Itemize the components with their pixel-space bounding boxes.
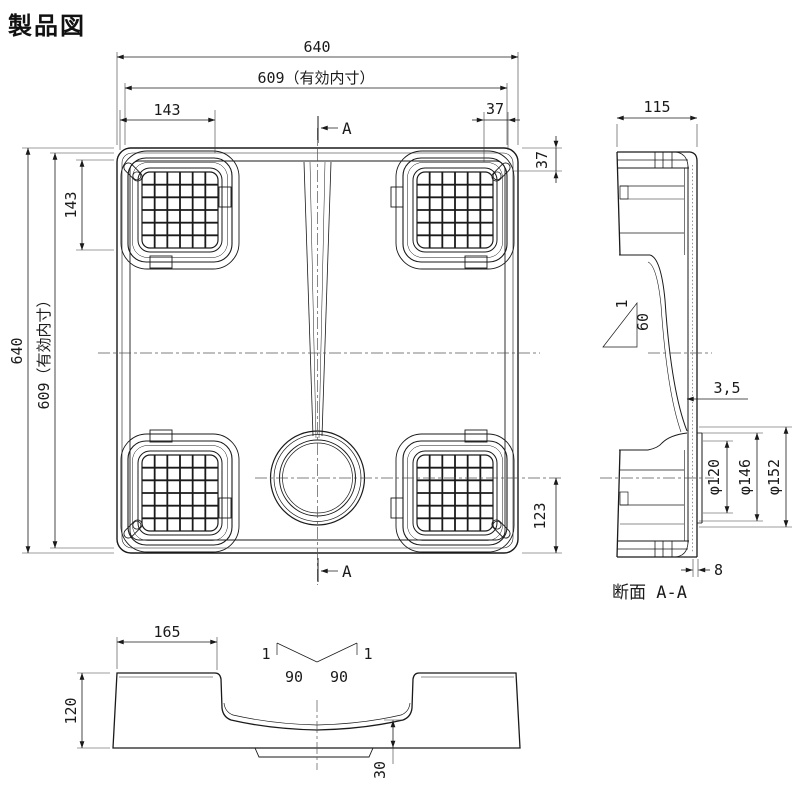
pad-pocket xyxy=(395,433,515,553)
dim-dia-inner: φ120 xyxy=(705,459,723,495)
dim-dia-outer: φ152 xyxy=(765,459,783,495)
dim-hole-right: 37 xyxy=(533,151,551,169)
section-marker-top: A xyxy=(342,119,352,138)
section-marker-bottom: A xyxy=(342,562,352,581)
dim-height-outer: 640 xyxy=(8,337,26,364)
screw-boss xyxy=(123,519,143,539)
slope-left-rise: 1 xyxy=(261,645,270,663)
pad-pocket xyxy=(120,433,240,553)
screw-boss xyxy=(491,162,511,182)
front-outline xyxy=(112,672,521,749)
pad-grid-lines xyxy=(142,172,493,531)
dim-height-inner: 609（有効内寸） xyxy=(35,292,53,409)
slope-run-label: 60 xyxy=(634,313,652,331)
dim-width-outer: 640 xyxy=(303,38,330,56)
dim-section-width: 115 xyxy=(643,98,670,116)
front-dimensions: 165 120 30 xyxy=(62,623,402,779)
section-view-label: 断面 A-A xyxy=(612,583,687,603)
drain-channel xyxy=(303,161,332,439)
clip-tabs xyxy=(149,186,488,519)
dim-pad-left: 143 xyxy=(62,191,80,218)
dim-width-inner: 609（有効内寸） xyxy=(257,69,374,87)
dim-dia-mid: φ146 xyxy=(736,459,754,495)
section-view: 1 60 xyxy=(600,151,714,558)
slope-left-run: 90 xyxy=(285,668,303,686)
plan-dimensions: 640 609（有効内寸） 143 37 A A 640 609（有効内寸） xyxy=(8,38,562,582)
dim-drain-offset: 123 xyxy=(531,502,549,529)
dim-rib: 8 xyxy=(714,561,723,579)
dim-front-height: 120 xyxy=(62,697,80,724)
screw-boss xyxy=(123,162,143,182)
drawing-title: 製品図 xyxy=(8,13,86,40)
plan-view xyxy=(98,128,562,585)
slope-symbol-1-60 xyxy=(602,301,638,348)
pad-pocket xyxy=(120,150,240,270)
slope-right-run: 90 xyxy=(330,668,348,686)
slope-rise-label: 1 xyxy=(613,299,631,308)
screw-boss xyxy=(491,519,511,539)
dim-pad-top: 143 xyxy=(153,101,180,119)
section-dimensions: 115 3,5 φ120 φ146 φ152 8 断面 A-A xyxy=(612,98,792,603)
dim-pad-width: 165 xyxy=(153,623,180,641)
dim-thickness: 3,5 xyxy=(713,379,740,397)
slope-right-rise: 1 xyxy=(363,645,372,663)
dim-hole-top: 37 xyxy=(486,100,504,118)
slope-symbol-1-90 xyxy=(276,642,358,663)
front-view: 1 90 90 1 xyxy=(112,642,521,770)
drain-spigot xyxy=(254,747,374,758)
pad-pocket xyxy=(395,150,515,270)
dim-drain-depth: 30 xyxy=(371,761,389,779)
